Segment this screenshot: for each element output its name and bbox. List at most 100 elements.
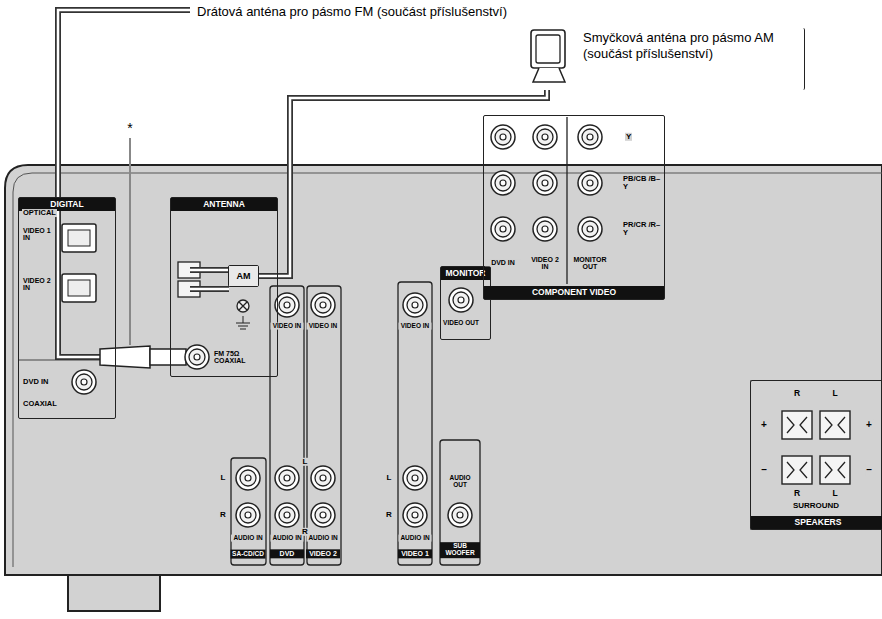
- optical-port: [62, 274, 96, 302]
- jack-pin: [500, 134, 506, 140]
- terminal-body: [820, 456, 850, 484]
- ground-screw-cross: [239, 302, 247, 310]
- jack-ring: [311, 466, 335, 490]
- jack-ring: [311, 293, 335, 317]
- terminal-clip: [787, 462, 807, 478]
- panel-label: R: [793, 389, 801, 398]
- terminal-label-box: AM: [228, 265, 259, 287]
- jack-group-outline: [440, 440, 480, 565]
- jack-ring: [533, 171, 557, 195]
- jack-pin: [458, 297, 464, 303]
- panel-label: VIDEO OUT: [442, 320, 480, 327]
- antenna-caption: Smyčková anténa pro pásmo AM (součást př…: [583, 30, 798, 63]
- chassis-inner-edge: [13, 173, 882, 567]
- terminal-clip: [825, 417, 845, 433]
- panel-label: R: [219, 511, 227, 519]
- terminal-clip: [825, 462, 845, 478]
- panel-label: PB/CB /B–Y: [622, 175, 662, 191]
- jack-pin: [587, 180, 593, 186]
- jack-pin: [542, 226, 548, 232]
- panel-label: PR/CR /R–Y: [622, 221, 662, 237]
- jack-pin: [320, 302, 326, 308]
- panel-label: VIDEO 2 IN: [22, 277, 52, 292]
- panel-label: DVD IN: [22, 378, 49, 386]
- jack-sleeve: [279, 297, 295, 313]
- panel-label: OPTICAL: [22, 209, 57, 217]
- jack-sleeve: [582, 129, 598, 145]
- panel-label: VIDEO IN: [307, 323, 340, 330]
- am-wire-core: [190, 270, 229, 289]
- jack-pin: [245, 475, 251, 481]
- jack-pin: [320, 512, 326, 518]
- panel-label: VIDEO 2 IN: [527, 256, 563, 271]
- panel-label: COAXIAL: [22, 400, 58, 408]
- rca-jack: [403, 466, 427, 490]
- input-band-label: SUB WOOFER: [440, 542, 480, 558]
- panel-label: VIDEO IN: [271, 323, 304, 330]
- rca-jack: [578, 125, 602, 149]
- optical-port-inner: [68, 280, 90, 296]
- rca-jack: [311, 293, 335, 317]
- jack-pin: [542, 180, 548, 186]
- panel-label: R: [793, 489, 801, 498]
- jack-sleeve: [189, 349, 205, 365]
- jack-ring: [403, 503, 427, 527]
- jack-pin: [587, 134, 593, 140]
- panel-label: +: [760, 420, 768, 431]
- jack-pin: [284, 512, 290, 518]
- jack-sleeve: [582, 175, 598, 191]
- jack-pin: [194, 354, 200, 360]
- panel-label: FM 75Ω COAXIAL: [213, 350, 253, 365]
- am-wire: [190, 270, 229, 289]
- rca-jack: [275, 466, 299, 490]
- rca-jack: [403, 293, 427, 317]
- receiver-foot: [68, 575, 160, 611]
- jack-ring: [449, 288, 473, 312]
- connector-panel: COMPONENT VIDEO: [483, 115, 665, 300]
- jack-ring: [491, 125, 515, 149]
- jack-pin: [500, 180, 506, 186]
- jack-pin: [320, 475, 326, 481]
- jack-ring: [72, 370, 96, 394]
- callout-text: *: [125, 121, 134, 136]
- rca-jack: [311, 503, 335, 527]
- panel-divider: [566, 117, 567, 284]
- rca-jack: [311, 466, 335, 490]
- loop-outer: [531, 30, 565, 68]
- input-band-label: VIDEO 2: [306, 549, 340, 558]
- jack-ring: [578, 171, 602, 195]
- panel-label: DVD IN: [485, 259, 521, 266]
- terminal-clip: [787, 417, 807, 433]
- jack-ring: [403, 293, 427, 317]
- panel-label: L: [220, 474, 227, 482]
- rca-jack: [236, 466, 260, 490]
- rca-jack: [403, 503, 427, 527]
- jack-pin: [412, 475, 418, 481]
- jack-ring: [275, 503, 299, 527]
- jack-sleeve: [407, 297, 423, 313]
- panel-label: AUDIO IN: [271, 535, 304, 542]
- optical-port: [62, 224, 96, 252]
- jack-sleeve: [495, 175, 511, 191]
- panel-label: L: [302, 458, 309, 466]
- rca-jack: [185, 345, 209, 369]
- jack-ring: [533, 217, 557, 241]
- input-band-label: DVD: [270, 549, 304, 558]
- rca-jack: [533, 125, 557, 149]
- rca-jack: [578, 217, 602, 241]
- antenna-cable-core: [259, 90, 547, 276]
- jack-group-outline: [270, 286, 304, 565]
- jack-pin: [284, 302, 290, 308]
- jack-ring: [275, 293, 299, 317]
- panel-label: Y: [625, 133, 632, 141]
- antenna-cable: [259, 90, 547, 276]
- panel-label: –: [865, 465, 873, 476]
- loop-antenna-symbol: [525, 28, 575, 90]
- panel-heading: COMPONENT VIDEO: [484, 286, 664, 299]
- jack-pin: [412, 512, 418, 518]
- jack-pin: [81, 379, 87, 385]
- jack-pin: [412, 302, 418, 308]
- jack-sleeve: [453, 292, 469, 308]
- ground-screw: [237, 300, 249, 312]
